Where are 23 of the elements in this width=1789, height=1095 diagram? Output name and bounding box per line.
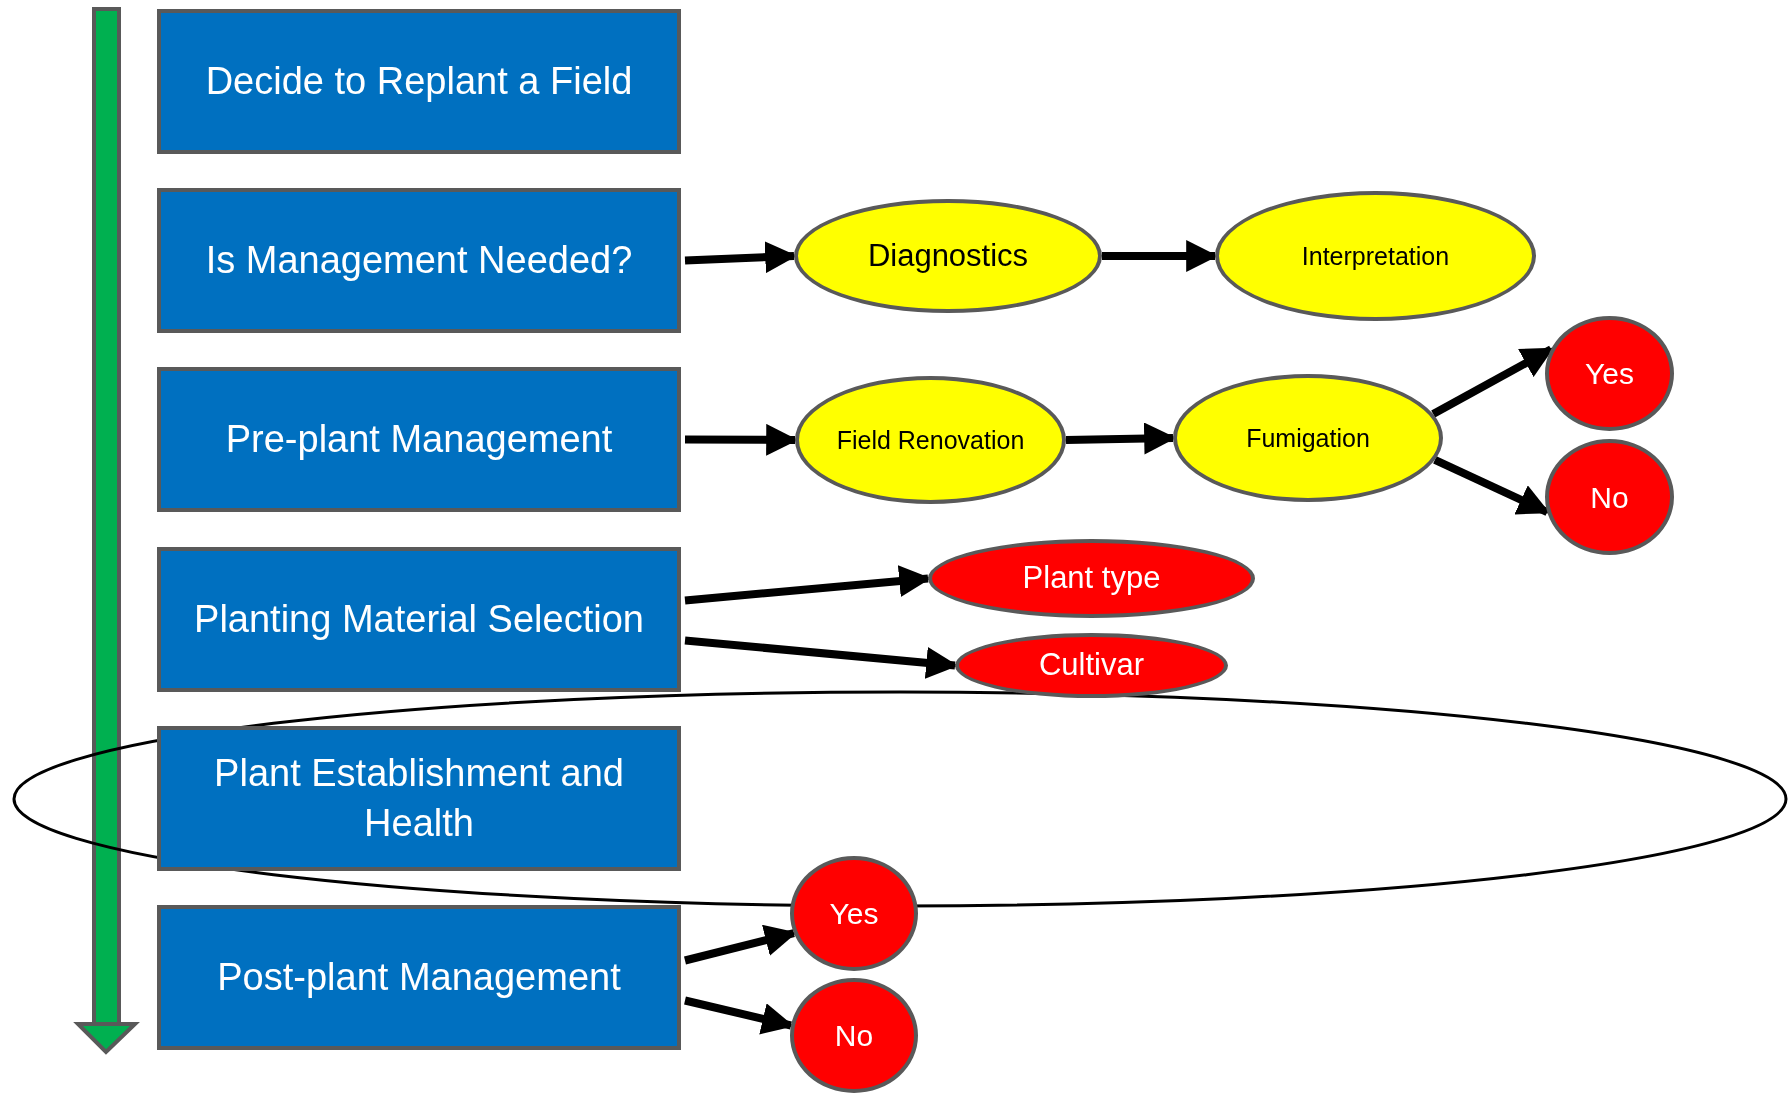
process-box [157,547,681,692]
arrow [684,924,797,965]
node-label: Fumigation [1246,422,1370,454]
node-label: No [834,1018,874,1054]
process-box [157,9,681,154]
node-label: Yes [829,896,879,932]
node-label: Field Renovation [836,424,1025,456]
node-label: Post-plant Management [217,954,621,1000]
process-box [157,905,681,1050]
node-label: Is Management Needed? [205,237,633,283]
node-label: Yes [1585,356,1634,392]
node-label: Pre-plant Management [225,416,613,462]
node-label: Diagnostics [867,236,1029,275]
node-label: Decide to Replant a Field [205,58,633,104]
process-box [157,367,681,512]
node-label: No [1590,479,1629,516]
node-label: Cultivar [1038,646,1145,685]
process-box [157,726,681,871]
node-label: Plant type [1022,559,1161,598]
node-label: Plant Establishment and Health [213,751,625,846]
process-box [157,188,681,333]
node-label: Interpretation [1301,240,1450,272]
node-label: Planting Material Selection [194,596,644,642]
